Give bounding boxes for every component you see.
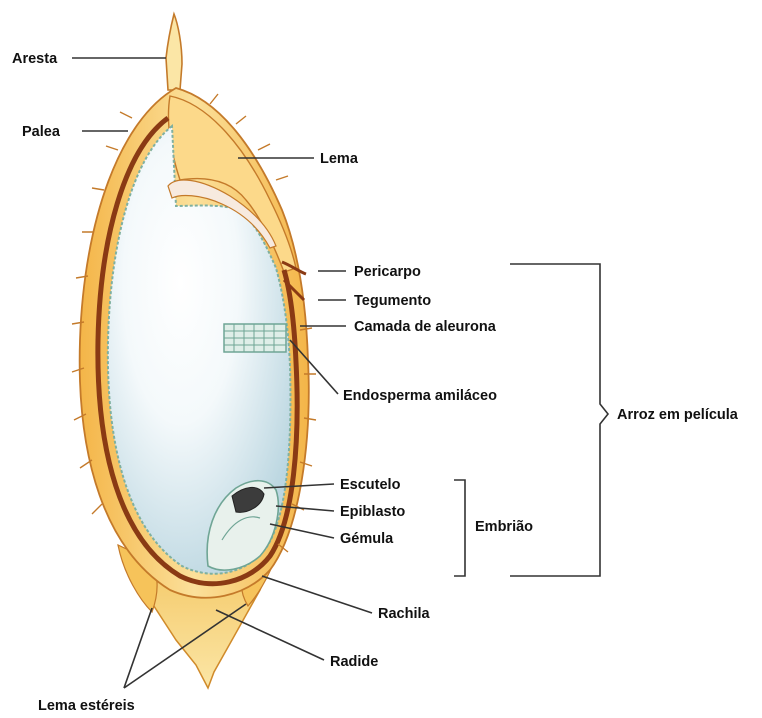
label-pericarpo: Pericarpo	[354, 264, 421, 280]
leader-lema-estereis-1	[124, 608, 152, 688]
grain-illustration	[72, 14, 316, 688]
label-endosperma: Endosperma amiláceo	[343, 388, 497, 404]
label-epiblasto: Epiblasto	[340, 504, 405, 520]
awn-shape	[166, 14, 182, 90]
label-escutelo: Escutelo	[340, 477, 401, 493]
leader-rachila	[262, 576, 372, 613]
label-lema-estereis: Lema estéreis	[38, 698, 135, 714]
label-radide: Radide	[330, 654, 378, 670]
label-lema: Lema	[320, 151, 359, 167]
label-embriao: Embrião	[475, 519, 533, 535]
label-aresta: Aresta	[12, 51, 58, 67]
bracket-embriao	[454, 480, 465, 576]
aleurone-block	[224, 324, 286, 352]
label-arroz: Arroz em película	[617, 407, 739, 423]
label-rachila: Rachila	[378, 606, 431, 622]
label-aleurona: Camada de aleurona	[354, 319, 497, 335]
label-gemula: Gémula	[340, 531, 394, 547]
label-tegumento: Tegumento	[354, 293, 431, 309]
label-palea: Palea	[22, 124, 61, 140]
